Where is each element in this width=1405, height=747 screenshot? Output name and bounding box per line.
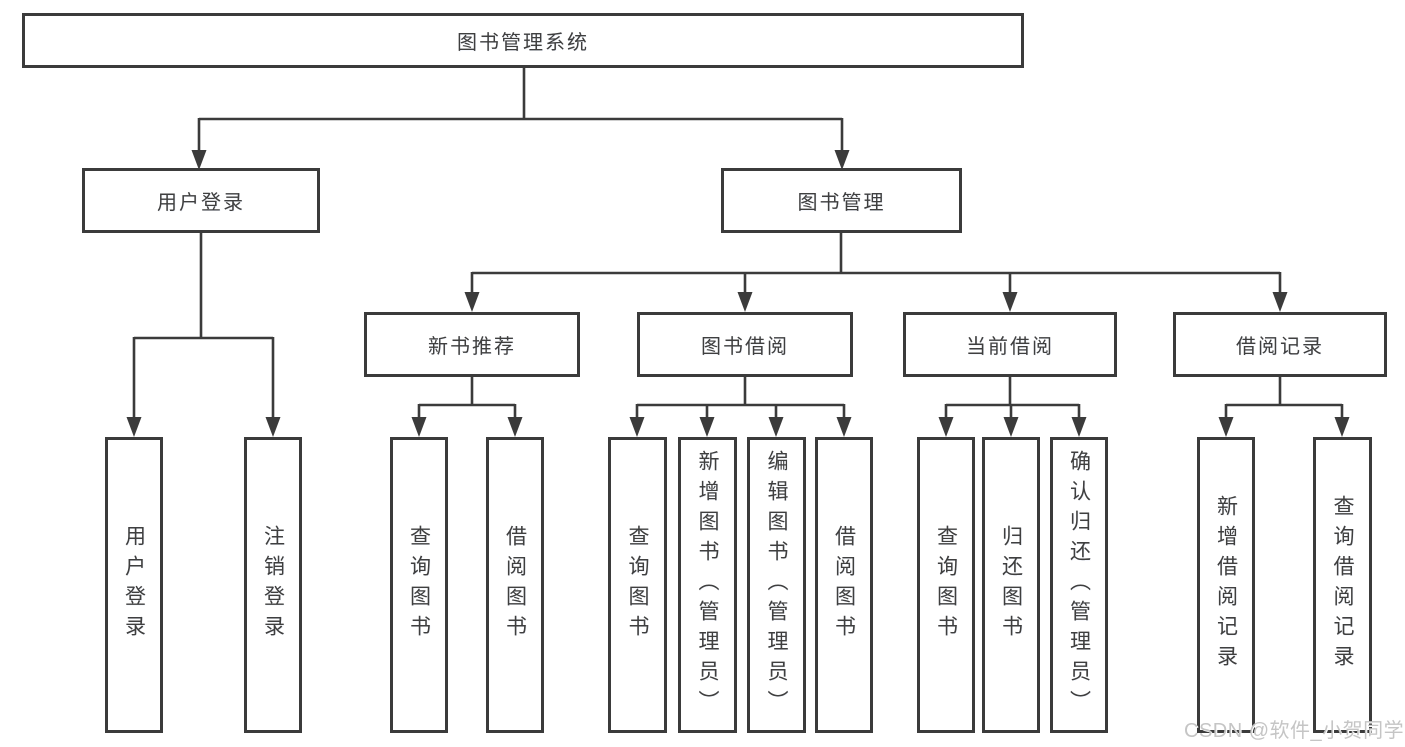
node-label: 新增借阅记录 bbox=[1214, 495, 1238, 675]
node-label: 当前借阅 bbox=[966, 336, 1054, 358]
leaf-current-confirm-return: 确认归还（管理员） bbox=[1050, 437, 1108, 733]
node-label: 图书管理系统 bbox=[457, 32, 589, 54]
leaf-borrow-edit-books: 编辑图书（管理员） bbox=[747, 437, 806, 733]
node-label: 归还图书 bbox=[999, 525, 1023, 645]
node-label: 编辑图书（管理员） bbox=[765, 450, 788, 720]
node-book-borrow: 图书借阅 bbox=[637, 312, 853, 377]
leaf-user-login: 用户登录 bbox=[105, 437, 163, 733]
node-root: 图书管理系统 bbox=[22, 13, 1024, 68]
leaf-recommend-borrow-books: 借阅图书 bbox=[486, 437, 544, 733]
node-label: 图书管理 bbox=[797, 192, 886, 214]
node-label: 查询借阅记录 bbox=[1331, 495, 1354, 675]
node-label: 用户登录 bbox=[122, 525, 146, 645]
node-new-book-recommend: 新书推荐 bbox=[364, 312, 580, 377]
leaf-logout: 注销登录 bbox=[244, 437, 302, 733]
node-label: 查询图书 bbox=[407, 525, 431, 645]
node-book-management: 图书管理 bbox=[721, 168, 962, 233]
leaf-borrow-add-books: 新增图书（管理员） bbox=[678, 437, 737, 733]
node-label: 用户登录 bbox=[157, 192, 245, 214]
node-label: 图书借阅 bbox=[701, 336, 789, 358]
leaf-recommend-query-books: 查询图书 bbox=[390, 437, 448, 733]
node-current-borrow: 当前借阅 bbox=[903, 312, 1117, 377]
node-borrow-records: 借阅记录 bbox=[1173, 312, 1387, 377]
leaf-records-query-record: 查询借阅记录 bbox=[1313, 437, 1372, 733]
leaf-records-add-record: 新增借阅记录 bbox=[1197, 437, 1255, 733]
node-label: 查询图书 bbox=[626, 525, 649, 645]
node-label: 借阅图书 bbox=[503, 525, 527, 645]
node-label: 注销登录 bbox=[261, 525, 285, 645]
leaf-borrow-query-books: 查询图书 bbox=[608, 437, 667, 733]
leaf-current-return-books: 归还图书 bbox=[982, 437, 1040, 733]
leaf-borrow-borrow-books: 借阅图书 bbox=[815, 437, 873, 733]
node-label: 借阅记录 bbox=[1236, 336, 1324, 358]
node-label: 新增图书（管理员） bbox=[696, 450, 719, 720]
csdn-watermark: CSDN @软件_小贺同学 bbox=[1184, 720, 1405, 742]
arrowheads bbox=[126, 150, 1350, 437]
node-label: 新书推荐 bbox=[428, 336, 516, 358]
node-label: 查询图书 bbox=[934, 525, 958, 645]
node-user-login: 用户登录 bbox=[82, 168, 320, 233]
node-label: 借阅图书 bbox=[832, 525, 856, 645]
node-label: 确认归还（管理员） bbox=[1067, 450, 1091, 720]
leaf-current-query-books: 查询图书 bbox=[917, 437, 975, 733]
